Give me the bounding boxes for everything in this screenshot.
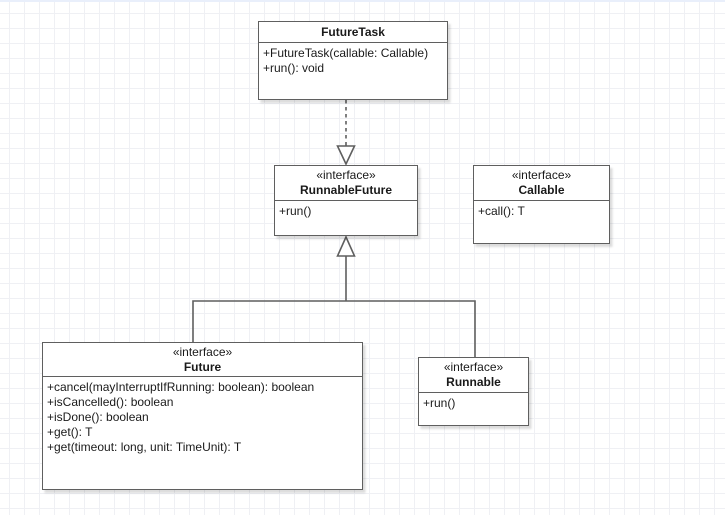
- hollow-triangle-arrowhead-icon: [336, 235, 356, 257]
- class-members-list: +run(): [423, 396, 456, 410]
- realization-edge-futuretask-runnablefuture[interactable]: [336, 100, 356, 166]
- class-name: FutureTask: [321, 24, 385, 39]
- interface-box-runnablefuture[interactable]: «interface» RunnableFuture +run(): [274, 165, 418, 236]
- class-members-list: +call(): T: [478, 204, 525, 218]
- interface-box-callable[interactable]: «interface» Callable +call(): T: [473, 165, 610, 244]
- class-header: «interface» Runnable: [419, 358, 528, 393]
- interface-box-runnable[interactable]: «interface» Runnable +run(): [418, 357, 529, 426]
- class-name: Runnable: [446, 375, 501, 389]
- stereotype-label: «interface»: [316, 168, 376, 182]
- class-name: Future: [183, 359, 222, 374]
- generalization-solid-line[interactable]: [192, 256, 476, 357]
- stereotype-label: «interface»: [511, 168, 572, 182]
- class-header: «interface» Future: [43, 343, 362, 377]
- canvas-top-edge-strip: [0, 0, 725, 2]
- generalization-edge-future-runnable-to-runnablefuture[interactable]: [192, 235, 476, 357]
- class-name: RunnableFuture: [300, 183, 392, 197]
- class-name: Callable: [518, 183, 565, 197]
- interface-box-future[interactable]: «interface» Future +cancel(mayInterruptI…: [42, 342, 363, 490]
- class-members-list: +cancel(mayInterruptIfRunning: boolean):…: [47, 380, 315, 454]
- class-header: «interface» RunnableFuture: [275, 166, 417, 201]
- class-header: FutureTask: [259, 22, 447, 43]
- stereotype-label: «interface»: [172, 344, 233, 359]
- class-box-futuretask[interactable]: FutureTask +FutureTask(callable: Callabl…: [258, 21, 448, 100]
- hollow-triangle-arrowhead-icon: [336, 145, 356, 166]
- class-members-list: +FutureTask(callable: Callable) +run(): …: [263, 46, 429, 75]
- class-members-list: +run(): [279, 204, 312, 218]
- stereotype-label: «interface»: [443, 360, 504, 374]
- class-header: «interface» Callable: [474, 166, 609, 201]
